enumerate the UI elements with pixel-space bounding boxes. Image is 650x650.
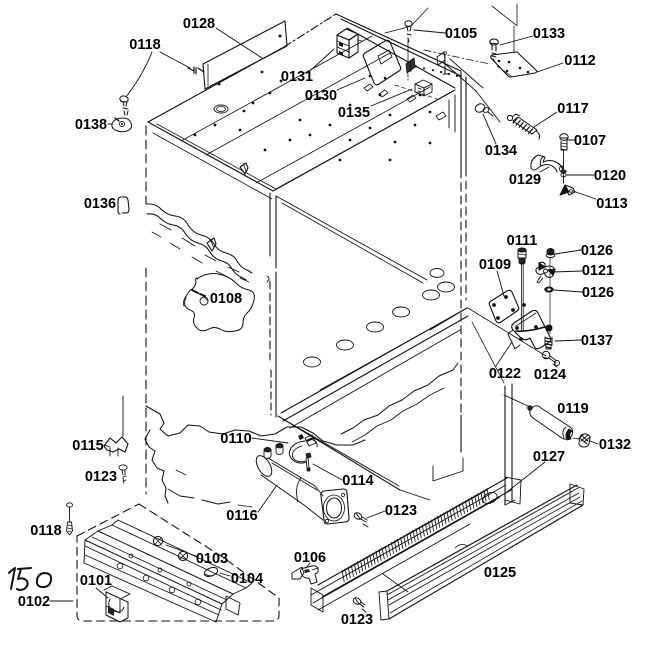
svg-text:0133: 0133 [533,26,565,42]
svg-text:0118: 0118 [30,523,61,539]
svg-text:0123: 0123 [341,612,373,628]
svg-text:0126: 0126 [581,243,613,259]
svg-text:0124: 0124 [534,367,566,383]
svg-text:0135: 0135 [338,105,370,121]
svg-text:0127: 0127 [533,449,565,465]
svg-text:0123: 0123 [385,503,417,519]
svg-text:0125: 0125 [484,565,516,581]
svg-text:0121: 0121 [582,263,614,279]
svg-text:0123: 0123 [85,469,117,485]
svg-text:0137: 0137 [581,333,613,349]
svg-text:0132: 0132 [599,437,631,453]
svg-text:0117: 0117 [557,101,588,117]
svg-text:0119: 0119 [557,401,588,417]
svg-text:0109: 0109 [479,257,511,273]
svg-text:0116: 0116 [226,508,257,524]
svg-text:0120: 0120 [594,168,626,184]
svg-text:0112: 0112 [564,53,595,69]
svg-text:0126: 0126 [582,285,614,301]
svg-text:0138: 0138 [75,117,107,133]
svg-text:0113: 0113 [596,196,627,212]
svg-text:0129: 0129 [509,172,541,188]
svg-text:0136: 0136 [84,196,116,212]
svg-text:0108: 0108 [210,291,242,307]
svg-text:0106: 0106 [294,550,326,566]
svg-text:0114: 0114 [342,473,373,489]
svg-text:0131: 0131 [281,69,313,85]
svg-text:0105: 0105 [445,26,477,42]
svg-text:0101: 0101 [80,573,112,589]
svg-text:0103: 0103 [196,551,228,567]
svg-text:0110: 0110 [220,431,251,447]
svg-text:0102: 0102 [18,594,50,610]
svg-text:0115: 0115 [72,438,103,454]
svg-text:0130: 0130 [305,88,337,104]
svg-text:0122: 0122 [489,366,521,382]
svg-text:0128: 0128 [183,16,215,32]
svg-text:0118: 0118 [129,37,160,53]
svg-text:0107: 0107 [574,133,606,149]
svg-text:0111: 0111 [507,233,538,249]
svg-text:0104: 0104 [231,571,263,587]
svg-text:0134: 0134 [485,143,517,159]
